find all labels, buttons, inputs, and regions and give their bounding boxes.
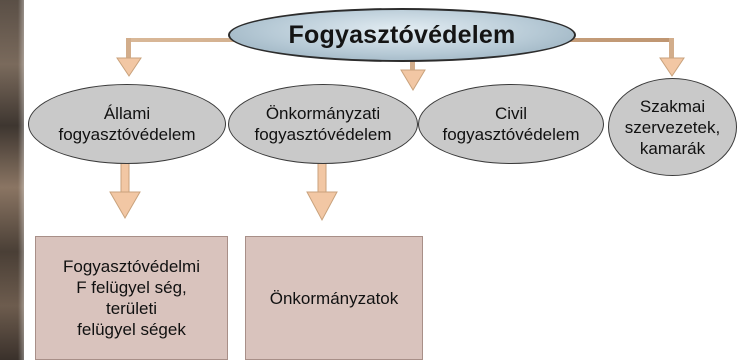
branch-node-allami: Állami fogyasztóvédelem [28, 84, 226, 164]
branch-label-civil: Civil fogyasztóvédelem [442, 104, 580, 144]
arrow-to-center-icon [400, 69, 426, 91]
stem-left [126, 38, 131, 58]
branch-label-allami: Állami fogyasztóvédelem [58, 104, 196, 144]
arrow-to-allami-leaf-icon [109, 191, 141, 220]
branch-label-onkormanyzati: Önkormányzati fogyasztóvédelem [254, 104, 392, 144]
branch-node-szakmai: Szakmai szervezetek, kamarák [608, 78, 737, 176]
branch-node-onkormanyzati: Önkormányzati fogyasztóvédelem [228, 84, 418, 164]
arrow-to-allami-icon [116, 57, 142, 77]
leaf-label-felugyelseg: Fogyasztóvédelmi F felügyel ség, terület… [62, 257, 200, 339]
stem-right [669, 38, 674, 58]
leaf-label-onkormanyzatok: Önkormányzatok [269, 288, 399, 308]
branch-node-civil: Civil fogyasztóvédelem [418, 84, 604, 164]
leaf-node-onkormanyzatok: Önkormányzatok [245, 236, 423, 360]
arrow-to-onkormanyzati-leaf-icon [306, 191, 338, 222]
root-label: Fogyasztóvédelem [288, 20, 516, 49]
root-node: Fogyasztóvédelem [228, 8, 576, 62]
arrow-to-szakmai-icon [659, 57, 685, 77]
leaf-node-felugyelseg: Fogyasztóvédelmi F felügyel ség, terület… [35, 236, 228, 360]
branch-label-szakmai: Szakmai szervezetek, kamarák [624, 96, 721, 158]
photo-edge-image [0, 0, 24, 360]
